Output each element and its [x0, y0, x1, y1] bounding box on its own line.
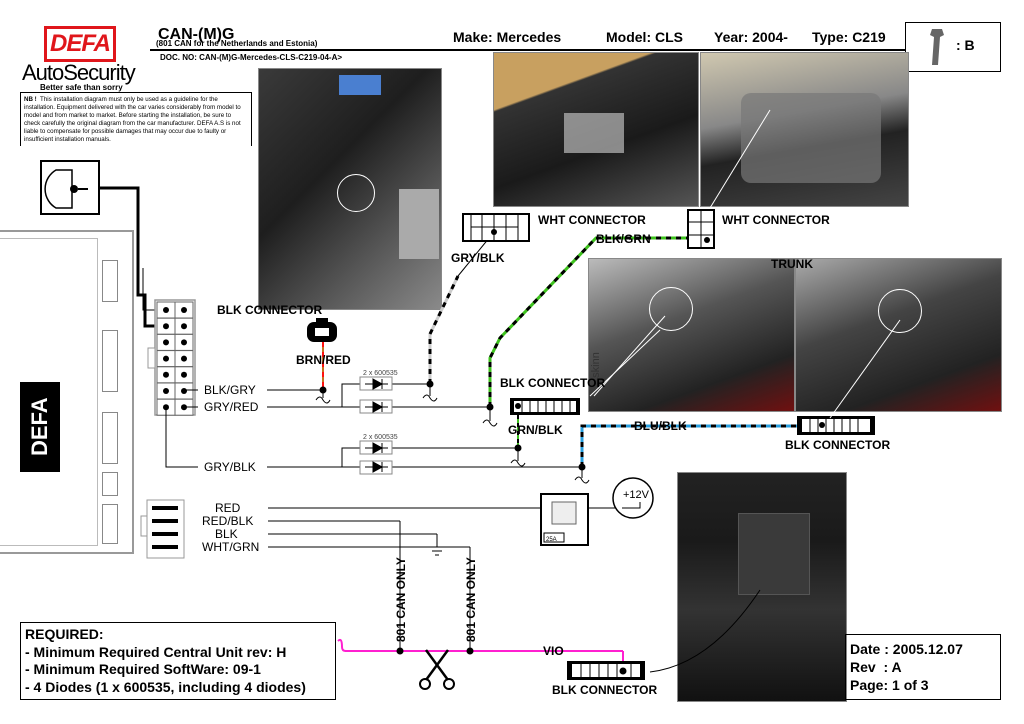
diode-pack-1 [359, 376, 393, 414]
revision-box: Date : 2005.12.07 Rev : A Page: 1 of 3 [845, 634, 1001, 700]
label-blk-connector-4: BLK CONNECTOR [552, 683, 657, 697]
blk-connector-trunk [797, 416, 875, 435]
wht-connector-2 [687, 209, 715, 249]
connector-pin [163, 307, 169, 313]
label-gry-red: GRY/RED [204, 400, 259, 414]
level-box: : B [905, 22, 1001, 72]
label-gry-blk-left: GRY/BLK [204, 460, 256, 474]
photo-fusebox-front [493, 52, 699, 207]
label-wht-grn: WHT/GRN [202, 540, 259, 554]
logo-sub: AutoSecurity [22, 60, 136, 85]
connector-pin [181, 323, 187, 330]
connector-pin [181, 355, 187, 362]
revision: Rev : A [850, 659, 902, 675]
central-unit: DEFA [0, 230, 134, 554]
photo-interior-fusebox [677, 472, 847, 702]
level-label: : B [956, 37, 975, 53]
logo-brand: DEFA [44, 26, 116, 62]
blk-connector-8pin [510, 398, 580, 415]
blk-connector-2pin [307, 318, 337, 342]
logo-tagline: Better safe than sorry [40, 83, 123, 92]
label-blk-connector-1: BLK CONNECTOR [217, 303, 322, 317]
label-wht-connector-2: WHT CONNECTOR [722, 213, 830, 227]
label-wht-connector-1: WHT CONNECTOR [538, 213, 646, 227]
make: Make: Mercedes [453, 29, 562, 45]
label-blu-blk: BLU/BLK [634, 419, 687, 433]
blk-connector-can [567, 661, 645, 680]
connector-pin [163, 371, 169, 378]
connector-pin [163, 355, 169, 362]
requirement-item: - Minimum Required SoftWare: 09-1 [25, 661, 261, 677]
headlight-icon [40, 160, 100, 215]
nb-label: NB ! [24, 96, 37, 103]
photo-trunk-left: skinn [588, 258, 795, 412]
photo-engine-bay-left [258, 68, 442, 310]
label-can-only-2: 801 CAN ONLY [464, 557, 478, 642]
label-red-blk: RED/BLK [202, 514, 253, 528]
header-rule [150, 49, 905, 51]
label-trunk: TRUNK [771, 257, 813, 271]
label-blk-connector-2: BLK CONNECTOR [500, 376, 605, 390]
connector-pin [181, 371, 187, 378]
connector-pin [163, 339, 169, 346]
fuse-icon [540, 493, 589, 546]
label-blk: BLK [215, 527, 238, 541]
label-fuse: 25A [546, 537, 557, 543]
main-connector [147, 299, 196, 416]
label-gry-blk-top: GRY/BLK [451, 251, 505, 265]
requirement-item: - Minimum Required Central Unit rev: H [25, 643, 287, 660]
wht-connector-1 [462, 213, 530, 242]
page-number: Page: 1 of 3 [850, 677, 929, 693]
connector-pin [163, 323, 169, 330]
diode-pack-2 [359, 440, 393, 475]
year: Year: 2004- [714, 29, 788, 45]
label-grn-blk: GRN/BLK [508, 423, 563, 437]
disclaimer-text: This installation diagram must only be u… [24, 96, 241, 143]
date: Date : 2005.12.07 [850, 641, 963, 657]
cut-wire-scissors-icon [419, 649, 455, 690]
defa-logo: DEFA AutoSecurity Better safe than sorry [22, 24, 136, 94]
label-plus12v: +12V [623, 489, 650, 501]
label-blk-connector-3: BLK CONNECTOR [785, 438, 890, 452]
connector-pin [163, 388, 169, 394]
requirement-item: - 4 Diodes (1 x 600535, including 4 diod… [25, 678, 306, 695]
label-blk-grn: BLK/GRN [596, 232, 651, 246]
label-diode-2: 2 x 600535 [363, 434, 398, 441]
model: Model: CLS [606, 29, 683, 45]
connector-pin [181, 339, 187, 346]
wrench-icon [930, 29, 944, 65]
type: Type: C219 [812, 29, 886, 45]
disclaimer-box: NB ! This installation diagram must only… [20, 92, 252, 146]
label-red: RED [215, 501, 241, 515]
connector-pin [181, 307, 187, 313]
doc-subtitle: (801 CAN for the Netherlands and Estonia… [156, 39, 318, 48]
photo-headlight [700, 52, 909, 207]
power-connector [140, 499, 185, 559]
label-blk-gry: BLK/GRY [204, 383, 256, 397]
label-can-only-1: 801 CAN ONLY [394, 557, 408, 642]
label-diode-1: 2 x 600535 [363, 370, 398, 377]
label-brn-red: BRN/RED [296, 353, 351, 367]
label-vio: VIO [543, 644, 564, 658]
requirements-box: REQUIRED: - Minimum Required Central Uni… [20, 622, 336, 700]
photo-trunk-right [795, 258, 1002, 412]
doc-title: CAN-(M)G [158, 26, 235, 43]
requirements-title: REQUIRED: [25, 626, 104, 642]
connector-pin [181, 388, 187, 394]
doc-number: DOC. NO: CAN-(M)G-Mercedes-CLS-C219-04-A… [160, 53, 343, 62]
